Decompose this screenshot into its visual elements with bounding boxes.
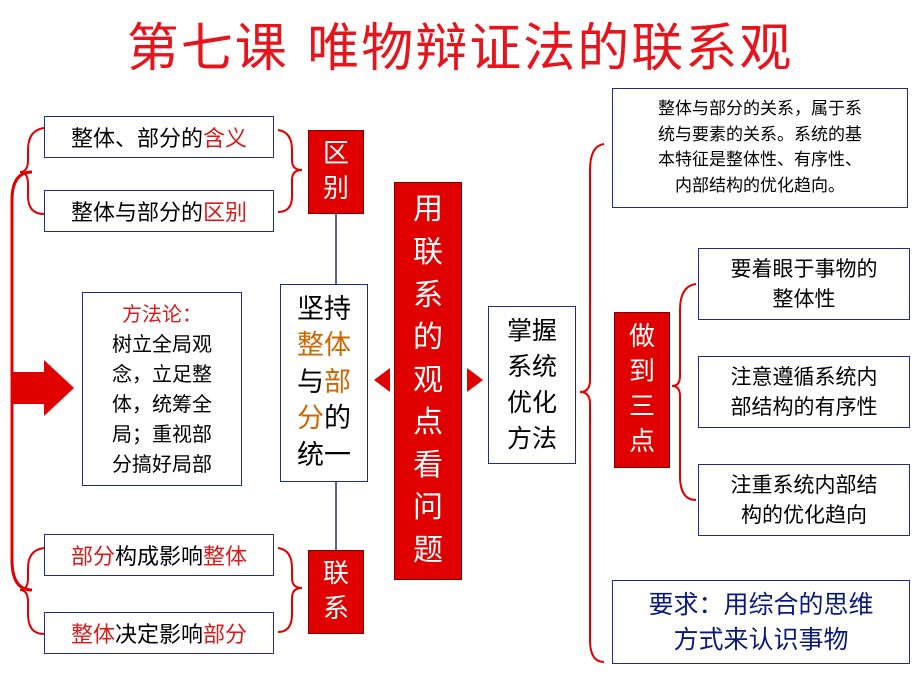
item-highlight: 部分 <box>70 545 115 570</box>
label-char: 三 <box>628 392 655 422</box>
item-highlight: 整体 <box>203 545 248 570</box>
theme-char: 的 <box>413 320 443 356</box>
relation-line: 本特征是整体性、有序性、 <box>658 150 862 170</box>
label-char: 系 <box>322 594 349 624</box>
system-line: 优化 <box>506 388 557 417</box>
label-char: 做 <box>628 321 655 352</box>
requirement-line: 方式来认识事物 <box>673 625 849 654</box>
requirement-box: 要求：用综合的思维 方式来认识事物 <box>612 580 910 664</box>
relation-line: 内部结构的优化趋向。 <box>675 175 845 196</box>
theme-char: 问 <box>413 490 443 526</box>
difference-label: 区 别 <box>308 130 364 214</box>
point-optimize-box: 注重系统内部结 构的优化趋向 <box>698 464 910 536</box>
whole-determines-part-box: 整体决定影响部分 <box>44 612 274 654</box>
theme-char: 看 <box>413 447 443 483</box>
relation-line: 统与要素的关系。系统的基 <box>658 124 862 145</box>
theme-char: 观 <box>413 362 443 398</box>
theme-char: 点 <box>413 405 443 441</box>
part-constitutes-whole-box: 部分构成影响整体 <box>44 534 274 576</box>
central-theme-box: 用 联 系 的 观 点 看 问 题 <box>394 182 462 580</box>
label-char: 联 <box>322 558 349 589</box>
part-whole-difference-box: 整体与部分的区别 <box>44 190 274 232</box>
item-text: 构成影响 <box>114 545 203 570</box>
item-text: 整体与部分的 <box>70 201 203 226</box>
unity-line: 整体 <box>297 330 351 362</box>
point-line: 注重系统内部结 <box>730 472 878 497</box>
relation-line: 整体与部分的关系，属于系 <box>658 99 862 119</box>
label-char: 点 <box>628 427 655 458</box>
item-text: 整体、部分的 <box>70 127 203 152</box>
methodology-line: 分搞好局部 <box>112 452 212 476</box>
page-title: 第七课 唯物辩证法的联系观 <box>126 19 794 79</box>
unity-char: 部 <box>324 366 351 398</box>
connection-label: 联 系 <box>308 550 364 634</box>
methodology-title: 方法论： <box>122 302 202 326</box>
label-char: 到 <box>628 356 655 387</box>
theme-char: 联 <box>413 234 443 270</box>
item-highlight: 部分 <box>203 623 248 648</box>
item-highlight: 含义 <box>203 127 248 152</box>
theme-char: 题 <box>413 533 443 569</box>
three-points-label: 做 到 三 点 <box>614 312 670 468</box>
methodology-line: 树立全局观 <box>112 332 212 356</box>
requirement-line: 要求：用综合的思维 <box>648 590 874 619</box>
point-order-box: 注意遵循系统内 部结构的有序性 <box>698 356 910 428</box>
unity-char: 的 <box>324 403 351 435</box>
unity-line: 统一 <box>297 439 351 471</box>
methodology-box: 方法论： 树立全局观 念，立足整 体，统筹全 局；重视部 分搞好局部 <box>82 292 242 486</box>
relation-box: 整体与部分的关系，属于系 统与要素的关系。系统的基 本特征是整体性、有序性、 内… <box>612 88 908 208</box>
point-whole-box: 要着眼于事物的 整体性 <box>698 248 910 320</box>
unity-box: 坚持 整体 与部 分的 统一 <box>280 284 368 482</box>
item-highlight: 整体 <box>70 623 115 648</box>
point-line: 注意遵循系统内 <box>730 364 878 389</box>
unity-char: 分 <box>297 403 324 435</box>
methodology-line: 念，立足整 <box>112 362 212 386</box>
system-method-box: 掌握 系统 优化 方法 <box>488 306 576 464</box>
point-line: 整体性 <box>772 287 836 311</box>
point-line: 构的优化趋向 <box>741 503 867 527</box>
item-text: 决定影响 <box>114 623 203 648</box>
point-line: 要着眼于事物的 <box>730 256 878 281</box>
label-char: 别 <box>322 174 349 204</box>
system-line: 方法 <box>506 424 557 454</box>
system-line: 掌握 <box>506 315 557 345</box>
theme-char: 系 <box>413 277 443 313</box>
system-line: 系统 <box>506 351 557 381</box>
theme-char: 用 <box>413 192 443 228</box>
label-char: 区 <box>322 138 349 169</box>
methodology-line: 局；重视部 <box>112 422 212 446</box>
item-highlight: 区别 <box>203 201 248 226</box>
point-line: 部结构的有序性 <box>730 395 878 419</box>
methodology-line: 体，统筹全 <box>112 392 212 416</box>
unity-line: 坚持 <box>297 293 351 325</box>
unity-char: 与 <box>297 366 324 398</box>
part-whole-meaning-box: 整体、部分的含义 <box>44 116 274 158</box>
